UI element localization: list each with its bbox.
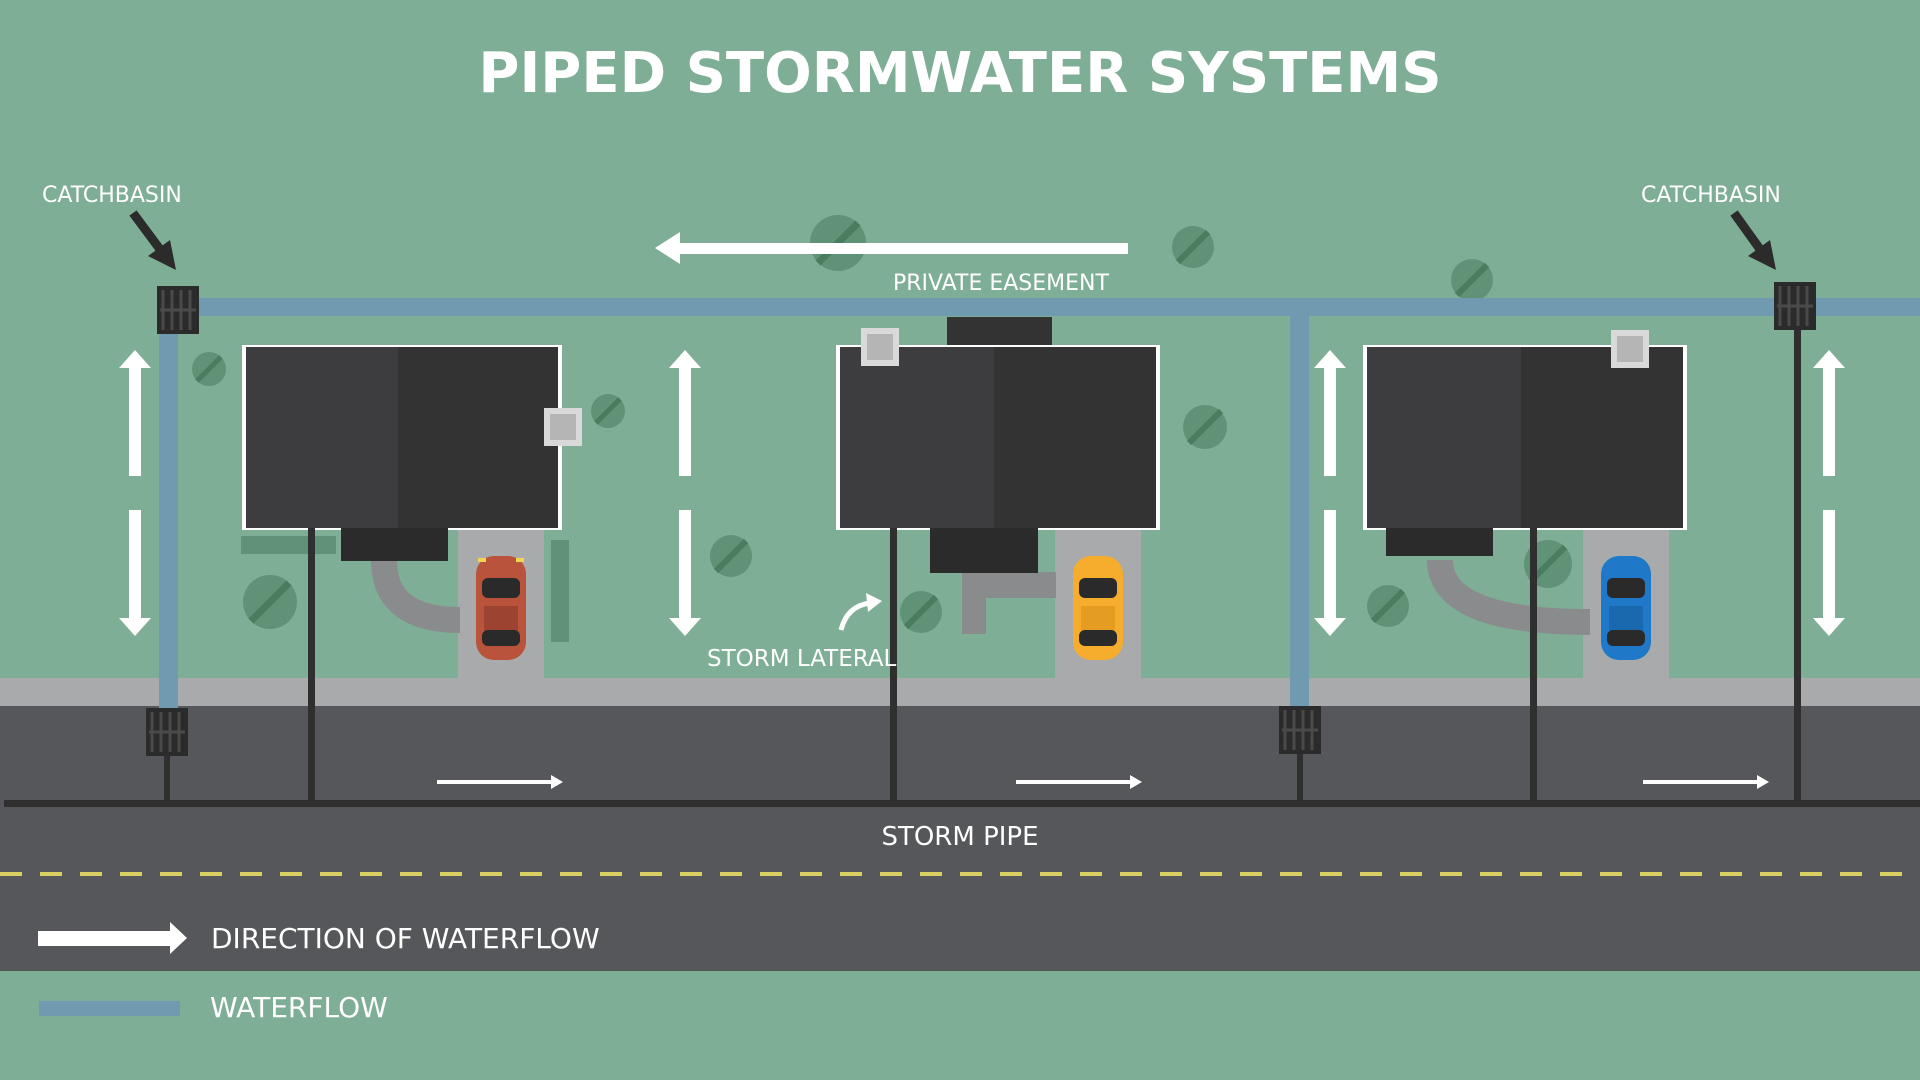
tree (1172, 226, 1214, 268)
hedge (241, 536, 336, 554)
storm-pipe (4, 800, 1920, 807)
catchbasin-street-middle (1279, 706, 1321, 754)
legend-label: WATERFLOW (210, 991, 388, 1024)
storm-lateral (1530, 528, 1537, 803)
arrow-up-icon (1813, 350, 1845, 476)
arrow-up-icon (669, 350, 701, 476)
arrow-down-icon (1314, 510, 1346, 636)
tree (1451, 259, 1493, 301)
legend-item: WATERFLOW (39, 991, 388, 1024)
tree (1367, 585, 1409, 627)
storm-pipe-label: STORM PIPE (881, 822, 1038, 852)
storm-lateral (1297, 735, 1303, 803)
arrow-right-icon (1643, 775, 1769, 789)
storm-lateral (164, 735, 170, 803)
walkway (371, 559, 461, 633)
storm-lateral (1794, 318, 1801, 803)
walkway (1427, 558, 1591, 635)
middle-waterflow-drop (1290, 316, 1309, 710)
sidewalk (0, 678, 1920, 706)
catchbasin-label-left: CATCHBASIN (42, 183, 182, 208)
easement-waterflow (160, 298, 1920, 316)
arrow-right-icon (38, 922, 187, 954)
arrow-down-icon (119, 510, 151, 636)
car-blue (1601, 556, 1651, 660)
waterflow-swatch (39, 1001, 180, 1016)
catchbasin-top-left (157, 286, 199, 334)
catchbasins (146, 282, 1816, 756)
house-middle (836, 317, 1160, 573)
page-title: PIPED STORMWATER SYSTEMS (478, 41, 1441, 106)
tree (192, 352, 226, 386)
legend-item: DIRECTION OF WATERFLOW (38, 922, 600, 955)
arrow-down-icon (1813, 510, 1845, 636)
arrow-down-right-icon (129, 210, 176, 270)
catchbasin-pointers (129, 210, 1776, 270)
storm-pipes (4, 318, 1920, 807)
car-yellow (1073, 556, 1123, 660)
tree (710, 535, 752, 577)
waterflow-lines (159, 298, 1920, 710)
catchbasin-top-right (1774, 282, 1816, 330)
house-left (242, 345, 582, 561)
hedge (551, 540, 569, 642)
flow-arrows (119, 232, 1845, 789)
legend-label: DIRECTION OF WATERFLOW (211, 922, 600, 955)
catchbasin-label-right: CATCHBASIN (1641, 183, 1781, 208)
houses (242, 317, 1687, 573)
cars (476, 556, 1651, 660)
house-right (1363, 330, 1687, 556)
storm-lateral-label: STORM LATERAL (707, 646, 897, 672)
storm-lateral (308, 528, 315, 803)
arrow-up-icon (1314, 350, 1346, 476)
tree (591, 394, 625, 428)
car-red (476, 556, 526, 660)
arrow-right-icon (1016, 775, 1142, 789)
storm-lateral (890, 528, 897, 803)
left-waterflow-drop (159, 320, 178, 710)
road (0, 706, 1920, 971)
arrow-up-icon (119, 350, 151, 476)
legend: DIRECTION OF WATERFLOW WATERFLOW (38, 922, 600, 1024)
tree (243, 575, 297, 629)
tree (900, 591, 942, 633)
catchbasin-street-left (146, 708, 188, 756)
tree (1183, 405, 1227, 449)
arrow-down-icon (669, 510, 701, 636)
arrow-down-right-icon (1730, 210, 1776, 270)
curved-arrow-icon (838, 593, 882, 631)
private-easement-label: PRIVATE EASEMENT (893, 271, 1110, 296)
arrow-right-icon (437, 775, 563, 789)
arrow-left-icon (655, 232, 1128, 264)
